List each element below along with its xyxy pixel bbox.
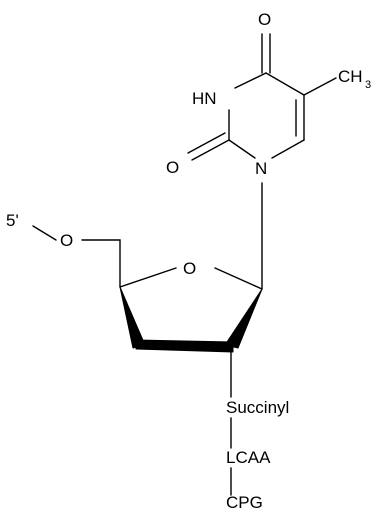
- wedge-bottom-bond: [135, 339, 234, 353]
- wedge-c4prime-c3ring: [119, 286, 146, 349]
- bond-o5prime-5prime: [32, 225, 57, 241]
- atom-o-carbonyl-left: O: [166, 158, 179, 177]
- label-lcaa: LCAA: [226, 448, 271, 467]
- atom-ch3: CH: [338, 67, 363, 86]
- atom-n1: N: [255, 159, 267, 178]
- bond-n1-c2: [228, 139, 256, 159]
- bond-o4prime-c4prime: [119, 267, 177, 288]
- atom-nh: HN: [192, 89, 217, 108]
- atom-o-ring: O: [183, 259, 196, 278]
- atom-ch3-subscript: 3: [365, 79, 371, 91]
- bond-c6-n1: [271, 139, 305, 159]
- label-succinyl: Succinyl: [226, 398, 289, 417]
- thymine-ring: [187, 33, 337, 161]
- atom-o5prime: O: [60, 231, 73, 250]
- label-cpg: CPG: [226, 493, 263, 512]
- bond-c1prime-o4prime: [214, 267, 263, 290]
- bond-c2-o: [191, 139, 230, 161]
- bond-c2-o-double: [187, 132, 226, 154]
- bond-c4-n3: [234, 72, 267, 89]
- wedge-c1prime-c2prime: [224, 288, 263, 349]
- atom-o-carbonyl-top: O: [258, 10, 271, 29]
- sugar-ring: [32, 182, 263, 398]
- bond-c4-c5: [265, 72, 305, 96]
- bond-c5-ch3: [303, 77, 337, 96]
- label-5prime: 5': [6, 211, 19, 230]
